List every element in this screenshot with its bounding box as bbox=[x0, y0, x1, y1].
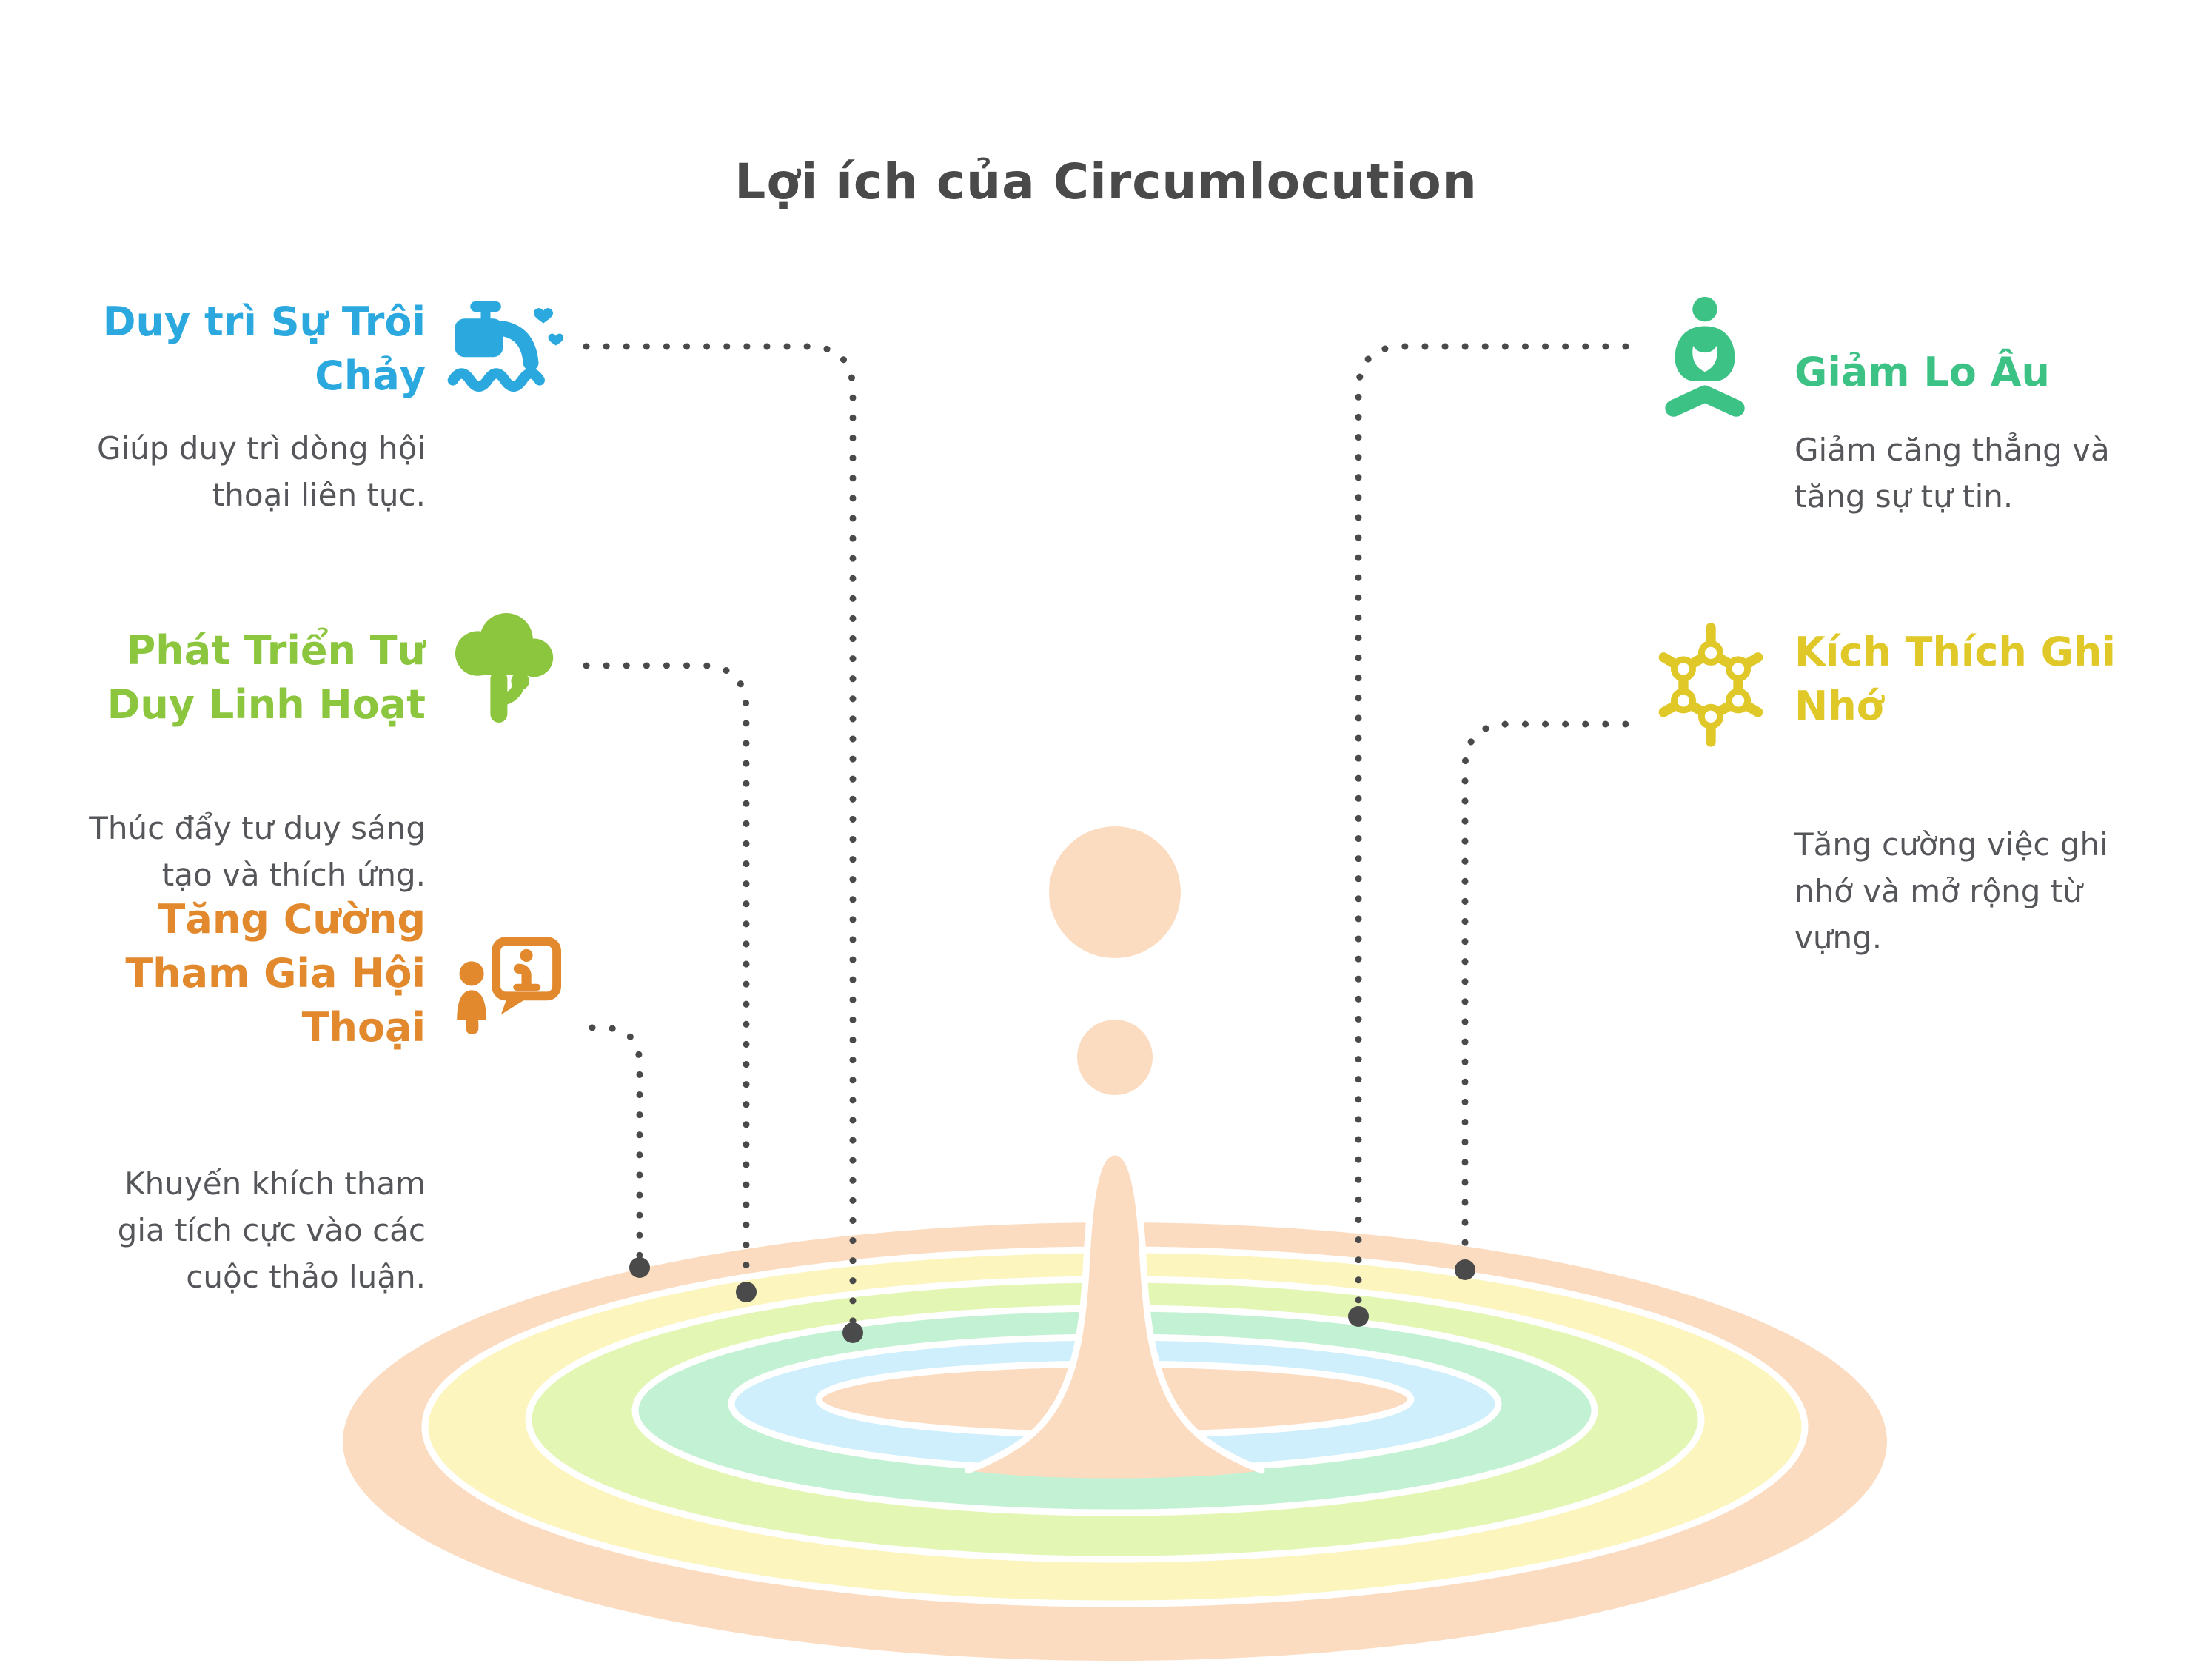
connector-line-stimulate-memory bbox=[1461, 720, 1629, 1262]
connector-dot-fluency bbox=[842, 1322, 863, 1343]
item-title-flexible-thinking: Phát Triển Tư Duy Linh Hoạt bbox=[107, 627, 426, 728]
faucet-water-icon bbox=[447, 296, 564, 394]
connector-dot-reduce-anxiety bbox=[1348, 1306, 1369, 1327]
connector-dot-conversation-engagement bbox=[629, 1257, 650, 1278]
splash-column bbox=[965, 1148, 1265, 1479]
falling-droplet-large bbox=[1049, 826, 1181, 958]
item-description-conversation-engagement: Khuyến khích tham gia tích cực vào các c… bbox=[117, 1165, 426, 1295]
connector-dot-flexible-thinking bbox=[736, 1282, 757, 1302]
meditation-icon bbox=[1665, 296, 1745, 426]
splash-column-fill bbox=[968, 1152, 1261, 1479]
page-title: Lợi ích của Circumlocution bbox=[734, 153, 1478, 211]
item-description-flexible-thinking: Thúc đẩy tư duy sáng tạo và thích ứng. bbox=[89, 810, 426, 893]
person-speech-bubble-icon bbox=[450, 937, 563, 1043]
item-title-fluency: Duy trì Sự Trôi Chảy bbox=[102, 298, 426, 399]
molecule-icon bbox=[1658, 617, 1763, 765]
connector-lines bbox=[583, 343, 1629, 1325]
connector-line-conversation-engagement bbox=[589, 1024, 643, 1260]
tree-icon bbox=[452, 613, 559, 723]
connector-line-fluency bbox=[583, 343, 857, 1325]
item-title-reduce-anxiety: Giảm Lo Âu bbox=[1794, 349, 2050, 395]
item-description-reduce-anxiety: Giảm căng thẳng và tăng sự tự tin. bbox=[1794, 432, 2110, 515]
falling-droplet-small bbox=[1077, 1020, 1153, 1095]
splash-column-outline bbox=[965, 1148, 1265, 1474]
item-description-fluency: Giúp duy trì dòng hội thoại liên tục. bbox=[96, 430, 426, 513]
connector-end-dots bbox=[629, 1257, 1475, 1343]
connector-line-flexible-thinking bbox=[583, 662, 750, 1285]
connector-line-reduce-anxiety bbox=[1355, 343, 1629, 1309]
item-title-stimulate-memory: Kích Thích Ghi Nhớ bbox=[1794, 629, 2116, 729]
connector-dot-stimulate-memory bbox=[1455, 1259, 1475, 1280]
item-description-stimulate-memory: Tăng cường việc ghi nhớ và mở rộng từ vự… bbox=[1794, 826, 2108, 956]
item-title-conversation-engagement: Tăng Cường Tham Gia Hội Thoại bbox=[125, 896, 426, 1051]
